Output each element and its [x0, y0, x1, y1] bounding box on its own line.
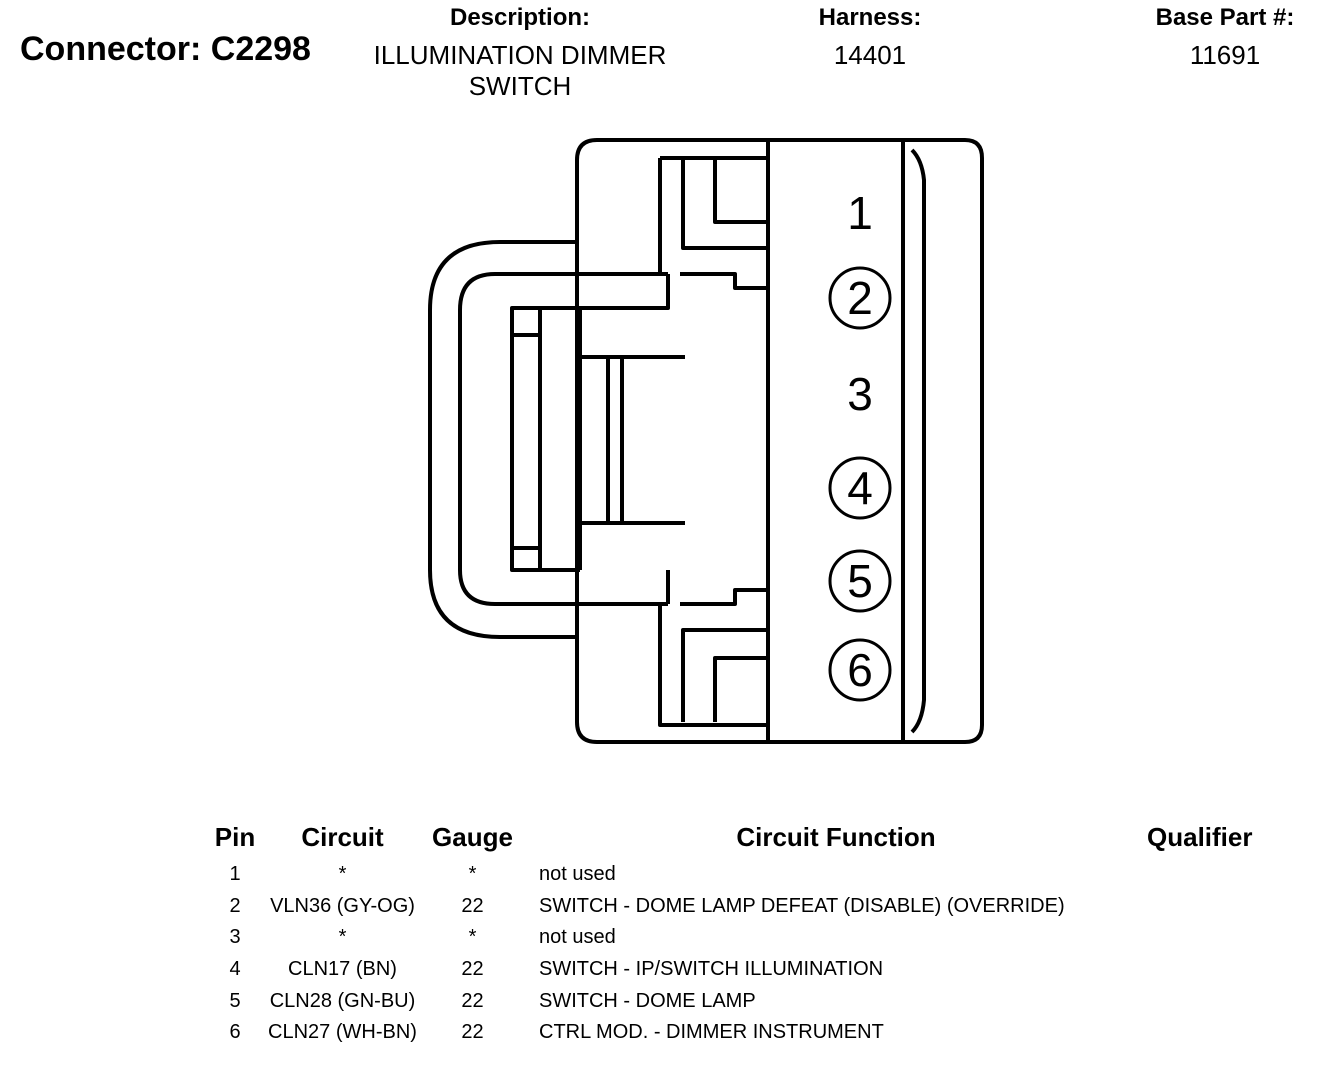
pinout-table: Pin Circuit Gauge Circuit Function Quali… — [205, 822, 1253, 1049]
housing-edge-band — [901, 140, 926, 742]
connector-id: Connector: C2298 — [20, 30, 311, 68]
cell-qualifier — [1147, 985, 1252, 1017]
cell-circuit: CLN28 (GN-BU) — [269, 989, 416, 1012]
description-label: Description: — [449, 4, 590, 31]
cell-pin: 6 — [229, 1021, 241, 1044]
pin-4-circle — [828, 456, 892, 520]
col-gauge: Gauge — [432, 822, 513, 852]
col-circuit-function: Circuit Function — [736, 822, 936, 852]
cell-function: not used — [539, 926, 616, 949]
pin-5-label: 5 — [847, 555, 873, 607]
cell-circuit: * — [338, 926, 347, 949]
harness-label: Harness: — [818, 4, 922, 31]
table-row: 2 VLN36 (GY-OG) 22 SWITCH - DOME LAMP DE… — [205, 891, 1252, 923]
lock-bars — [580, 355, 685, 604]
harness-value: 14401 — [833, 40, 907, 70]
pin-6-circle — [828, 638, 892, 702]
pin-5-circle — [828, 549, 892, 613]
table-row: 3 * * not used — [205, 922, 1252, 954]
cell-qualifier — [1147, 891, 1252, 923]
cell-qualifier — [1147, 859, 1252, 891]
description-value: ILLUMINATION DIMMER SWITCH — [340, 40, 700, 102]
pin-2-label: 2 — [847, 272, 873, 324]
cell-pin: 4 — [229, 958, 241, 981]
cell-function: CTRL MOD. - DIMMER INSTRUMENT — [539, 1021, 884, 1044]
latch-outer — [428, 240, 577, 639]
latch-lock — [510, 274, 670, 572]
cell-function: SWITCH - DOME LAMP — [539, 989, 756, 1012]
connector-face-diagram: 1 2 3 4 5 6 — [428, 138, 984, 744]
cell-gauge: 22 — [461, 958, 484, 981]
pin-4-label: 4 — [847, 462, 873, 514]
cell-pin: 2 — [229, 894, 241, 917]
cell-qualifier — [1147, 954, 1252, 986]
base-part-label: Base Part #: — [1155, 4, 1295, 31]
cell-function: SWITCH - IP/SWITCH ILLUMINATION — [539, 958, 884, 981]
cell-pin: 5 — [229, 989, 241, 1012]
cell-gauge: * — [468, 863, 477, 886]
pin-6-label: 6 — [847, 644, 873, 696]
connector-housing — [575, 138, 984, 744]
cell-circuit: * — [338, 863, 347, 886]
table-row: 5 CLN28 (GN-BU) 22 SWITCH - DOME LAMP — [205, 985, 1252, 1017]
cell-gauge: 22 — [461, 989, 484, 1012]
cell-circuit: CLN17 (BN) — [288, 958, 397, 981]
cell-qualifier — [1147, 922, 1252, 954]
cell-gauge: 22 — [461, 894, 484, 917]
pin-1-label: 1 — [847, 187, 873, 239]
col-circuit: Circuit — [301, 822, 384, 852]
description-line-2: SWITCH — [468, 71, 572, 101]
pin-2-circle — [828, 266, 892, 330]
pin-3-label: 3 — [847, 368, 873, 420]
col-qualifier: Qualifier — [1147, 822, 1253, 852]
cell-function: not used — [539, 863, 616, 886]
cell-pin: 1 — [229, 863, 241, 886]
table-header-row: Pin Circuit Gauge Circuit Function Quali… — [205, 822, 1253, 859]
terminal-slot-top — [681, 160, 768, 250]
cell-pin: 3 — [229, 926, 241, 949]
base-part-value: 11691 — [1189, 40, 1261, 70]
table-row: 1 * * not used — [205, 859, 1252, 891]
col-pin: Pin — [214, 822, 256, 852]
cell-qualifier — [1147, 1017, 1252, 1049]
cell-gauge: 22 — [461, 1021, 484, 1044]
cell-function: SWITCH - DOME LAMP DEFEAT (DISABLE) (OVE… — [539, 894, 1065, 917]
cell-circuit: CLN27 (WH-BN) — [268, 1021, 417, 1044]
latch-inner — [458, 272, 668, 606]
terminal-cavity — [658, 140, 770, 742]
cell-circuit: VLN36 (GY-OG) — [270, 894, 415, 917]
cell-gauge: * — [468, 926, 477, 949]
terminal-slot-bottom — [681, 628, 768, 722]
table-row: 6 CLN27 (WH-BN) 22 CTRL MOD. - DIMMER IN… — [205, 1017, 1252, 1049]
description-line-1: ILLUMINATION DIMMER — [373, 40, 667, 70]
table-row: 4 CLN17 (BN) 22 SWITCH - IP/SWITCH ILLUM… — [205, 954, 1252, 986]
